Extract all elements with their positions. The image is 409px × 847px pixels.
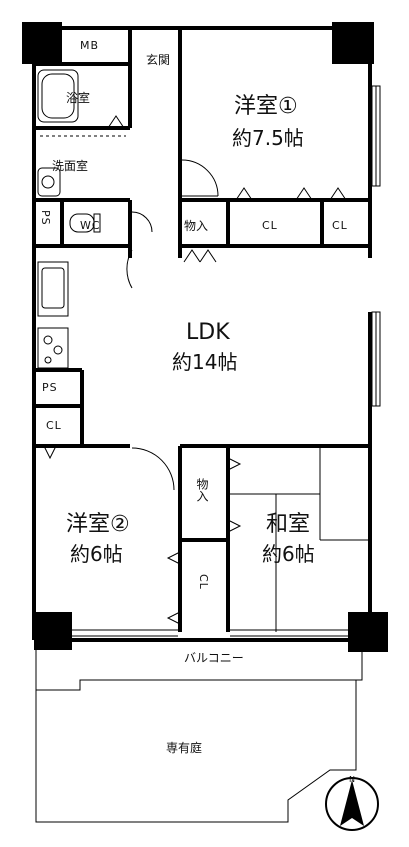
ps-label-2: PS bbox=[42, 381, 58, 394]
western-room-2-size: 約6帖 bbox=[70, 542, 123, 566]
sashes bbox=[72, 629, 348, 637]
ps-label-1: PS bbox=[39, 210, 52, 226]
door-swings bbox=[126, 159, 219, 491]
compass bbox=[325, 777, 379, 831]
washroom-label: 洗面室 bbox=[52, 159, 89, 173]
pillars bbox=[22, 22, 388, 652]
closet-label-1: CL bbox=[262, 219, 278, 232]
interior-walls bbox=[34, 28, 370, 632]
storage-label-1: 物入 bbox=[184, 219, 209, 233]
fixtures bbox=[37, 69, 126, 369]
closet-label-2: CL bbox=[332, 219, 348, 232]
balcony-label: バルコニー bbox=[184, 651, 244, 665]
western-room-2-name: 洋室② bbox=[66, 512, 130, 537]
western-room-1-size: 約7.5帖 bbox=[232, 126, 304, 150]
bath-label: 浴室 bbox=[66, 91, 91, 105]
japanese-room-name: 和室 bbox=[266, 512, 311, 537]
compass-north-label: N bbox=[349, 775, 355, 784]
closet-label-4: CL bbox=[197, 574, 210, 590]
storage-label-2: 物入 bbox=[195, 478, 209, 502]
balcony-garden-outline bbox=[35, 642, 363, 823]
japanese-room-size: 約6帖 bbox=[262, 542, 315, 566]
ldk-size: 約14帖 bbox=[172, 350, 238, 374]
tatami-lines bbox=[228, 446, 370, 632]
closet-markers bbox=[43, 115, 347, 625]
windows bbox=[371, 85, 381, 407]
garden-label: 専有庭 bbox=[166, 741, 203, 755]
closet-label-3: CL bbox=[46, 419, 62, 432]
western-room-1-name: 洋室① bbox=[234, 94, 298, 119]
entrance-label: 玄関 bbox=[146, 53, 171, 67]
ldk-name: LDK bbox=[186, 320, 230, 345]
wc-label: WC bbox=[80, 219, 101, 232]
mb-label: MB bbox=[80, 39, 100, 52]
